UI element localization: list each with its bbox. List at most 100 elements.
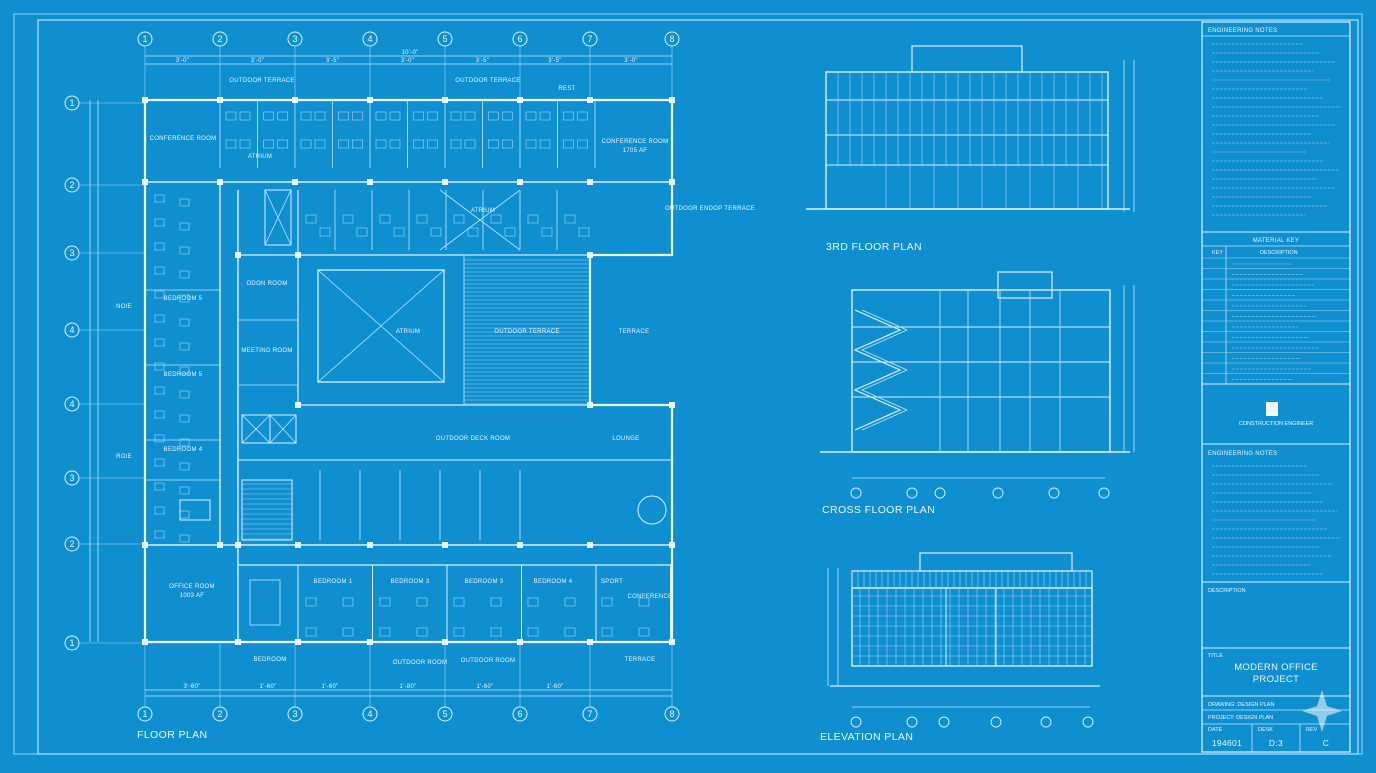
elevation-grid-bubble-1 (850, 716, 862, 728)
grid-bottom-8-label: 8 (669, 709, 674, 719)
column-19 (587, 252, 593, 258)
grid-bottom-4-label: 4 (367, 709, 372, 719)
floor-plan: 10'-0" 3'-0"3'-0"3'-5"3'-0"3'-5"3'-5"3'-… (64, 31, 755, 741)
column-33 (235, 639, 241, 645)
grid-top-3-label: 3 (292, 34, 297, 44)
grid-top-2-label: 2 (217, 34, 222, 44)
grid-bottom-1-label: 1 (142, 709, 147, 719)
dim-bottom-6: 1'-60" (546, 684, 563, 690)
grid-top-1-label: 1 (142, 34, 147, 44)
column-26 (295, 542, 301, 548)
terrace-deck (463, 254, 591, 406)
dim-bottom-2: 1'-60" (259, 684, 276, 690)
label-outdoor-deck: OUTDOOR DECK ROOM (436, 436, 510, 442)
label-bedroom-5b: BEDROOM 5 (164, 372, 203, 378)
dim-top-2: 3'-0" (251, 58, 264, 64)
dim-bottom-3: 1'-60" (321, 684, 338, 690)
dim-top-6: 3'-5" (548, 58, 561, 64)
elevation-grid-bubble-2 (906, 716, 918, 728)
elevation-title: ELEVATION PLAN (820, 731, 913, 743)
floor-plan-title: FLOOR PLAN (137, 729, 208, 741)
grid-left-7-label: 2 (69, 539, 74, 549)
left-label-2: ROIE (116, 454, 132, 460)
cross-floor-title: CROSS FLOOR PLAN (822, 504, 935, 516)
drawing-label: DRAWING: DESIGN PLAN (1208, 702, 1274, 708)
grid-left-2-label: 2 (69, 180, 74, 190)
column-21 (587, 402, 593, 408)
elevation-grid-bubble-5 (1040, 716, 1052, 728)
label-bedroom-1: BEDROOM 1 (314, 579, 353, 585)
title-label: TITLE (1208, 653, 1223, 659)
column-25 (235, 542, 241, 548)
dim-top-4: 3'-0" (401, 58, 414, 64)
third-floor-plan: 3RD FLOOR PLAN (806, 45, 1135, 253)
dim-bottom-1: 3'-60" (183, 684, 200, 690)
grid-top-7-label: 7 (587, 34, 592, 44)
label-bedroom-5: BEDROOM 5 (164, 296, 203, 302)
left-label-1: NOIE (116, 304, 132, 310)
column-9 (142, 179, 148, 185)
grid-bottom-2-label: 2 (217, 709, 222, 719)
dim-overall: 10'-0" (401, 50, 418, 56)
column-20 (295, 402, 301, 408)
label-atrium-top: ATRIUM (248, 154, 272, 160)
column-11 (292, 179, 298, 185)
column-24 (217, 542, 223, 548)
label-outdoor-terrace-big: OUTDOOR TERRACE (494, 329, 559, 335)
dim-bottom-4: 1'-80" (399, 684, 416, 690)
cross-grid-bubble-4 (992, 487, 1004, 499)
col-label-date: DATE (1208, 727, 1223, 733)
elevation-grid-bubble-3 (938, 716, 950, 728)
cross-grid-bubble-1 (850, 487, 862, 499)
notes-title: ENGINEERING NOTES (1208, 28, 1277, 34)
dim-bottom-5: 1'-60" (476, 684, 493, 690)
drawing-revision: C (1323, 738, 1329, 748)
project-title-1: MODERN OFFICE (1234, 662, 1318, 673)
grid-bottom-6-label: 6 (517, 709, 522, 719)
column-18 (295, 252, 301, 258)
project-label: PROJECT: DESIGN PLAN (1208, 715, 1273, 721)
grid-bottom-3-label: 3 (292, 709, 297, 719)
elevation-grid-bubble-6 (1082, 716, 1094, 728)
cross-grid-bubble-2 (906, 487, 918, 499)
cross-grid-bubble-5 (1048, 487, 1060, 499)
column-15 (587, 179, 593, 185)
grid-top-5-label: 5 (442, 34, 447, 44)
elevation-grid-bubble-4 (990, 716, 1002, 728)
label-sport: SPORT (601, 579, 623, 585)
grid-top-4-label: 4 (367, 34, 372, 44)
drawing-number: 194601 (1212, 738, 1242, 748)
label-office-room: OFFICE ROOM (169, 584, 215, 590)
col-label-rev: REV (1306, 727, 1318, 733)
label-outdoor-room-2: OUTDOOR ROOM (461, 658, 516, 664)
label-bedroom-3b: BEDROOM 3 (465, 579, 504, 585)
title-block: ENGINEERING NOTES MATERIAL KEY KEY DESCR… (1201, 21, 1351, 753)
grid-left-4-label: 4 (69, 325, 74, 335)
column-14 (517, 179, 523, 185)
label-outdoor-room-1: OUTDOOR ROOM (393, 660, 448, 666)
grid-left-3-label: 3 (69, 248, 74, 258)
column-34 (295, 639, 301, 645)
column-30 (587, 542, 593, 548)
column-12 (367, 179, 373, 185)
label-lounge: LOUNGE (612, 436, 639, 442)
label-bedroom-3: BEDROOM 3 (391, 579, 430, 585)
sparkle-icon (1302, 690, 1342, 732)
dim-top-3: 3'-5" (326, 58, 339, 64)
label-bedroom: BEDROOM (253, 657, 286, 663)
label-outdoor-grid-terrace: OUTDOOR ENDOP TERRACE (665, 206, 755, 212)
grid-bottom-7-label: 7 (587, 709, 592, 719)
materials-header: DESCRIPTION (1260, 250, 1298, 256)
column-28 (442, 542, 448, 548)
label-conference-bottom: CONFERENCE (627, 594, 672, 600)
label-conference-left: CONFERENCE ROOM (150, 136, 217, 142)
grid-top-8-label: 8 (669, 34, 674, 44)
grid-left-6-label: 3 (69, 473, 74, 483)
label-odon-room: ODON ROOM (246, 281, 287, 287)
materials-title: MATERIAL KEY (1253, 238, 1300, 244)
grid-top-6-label: 6 (517, 34, 522, 44)
column-29 (517, 542, 523, 548)
description-label: DESCRIPTION (1208, 588, 1246, 594)
label-meeting: MEETING ROOM (241, 348, 292, 354)
